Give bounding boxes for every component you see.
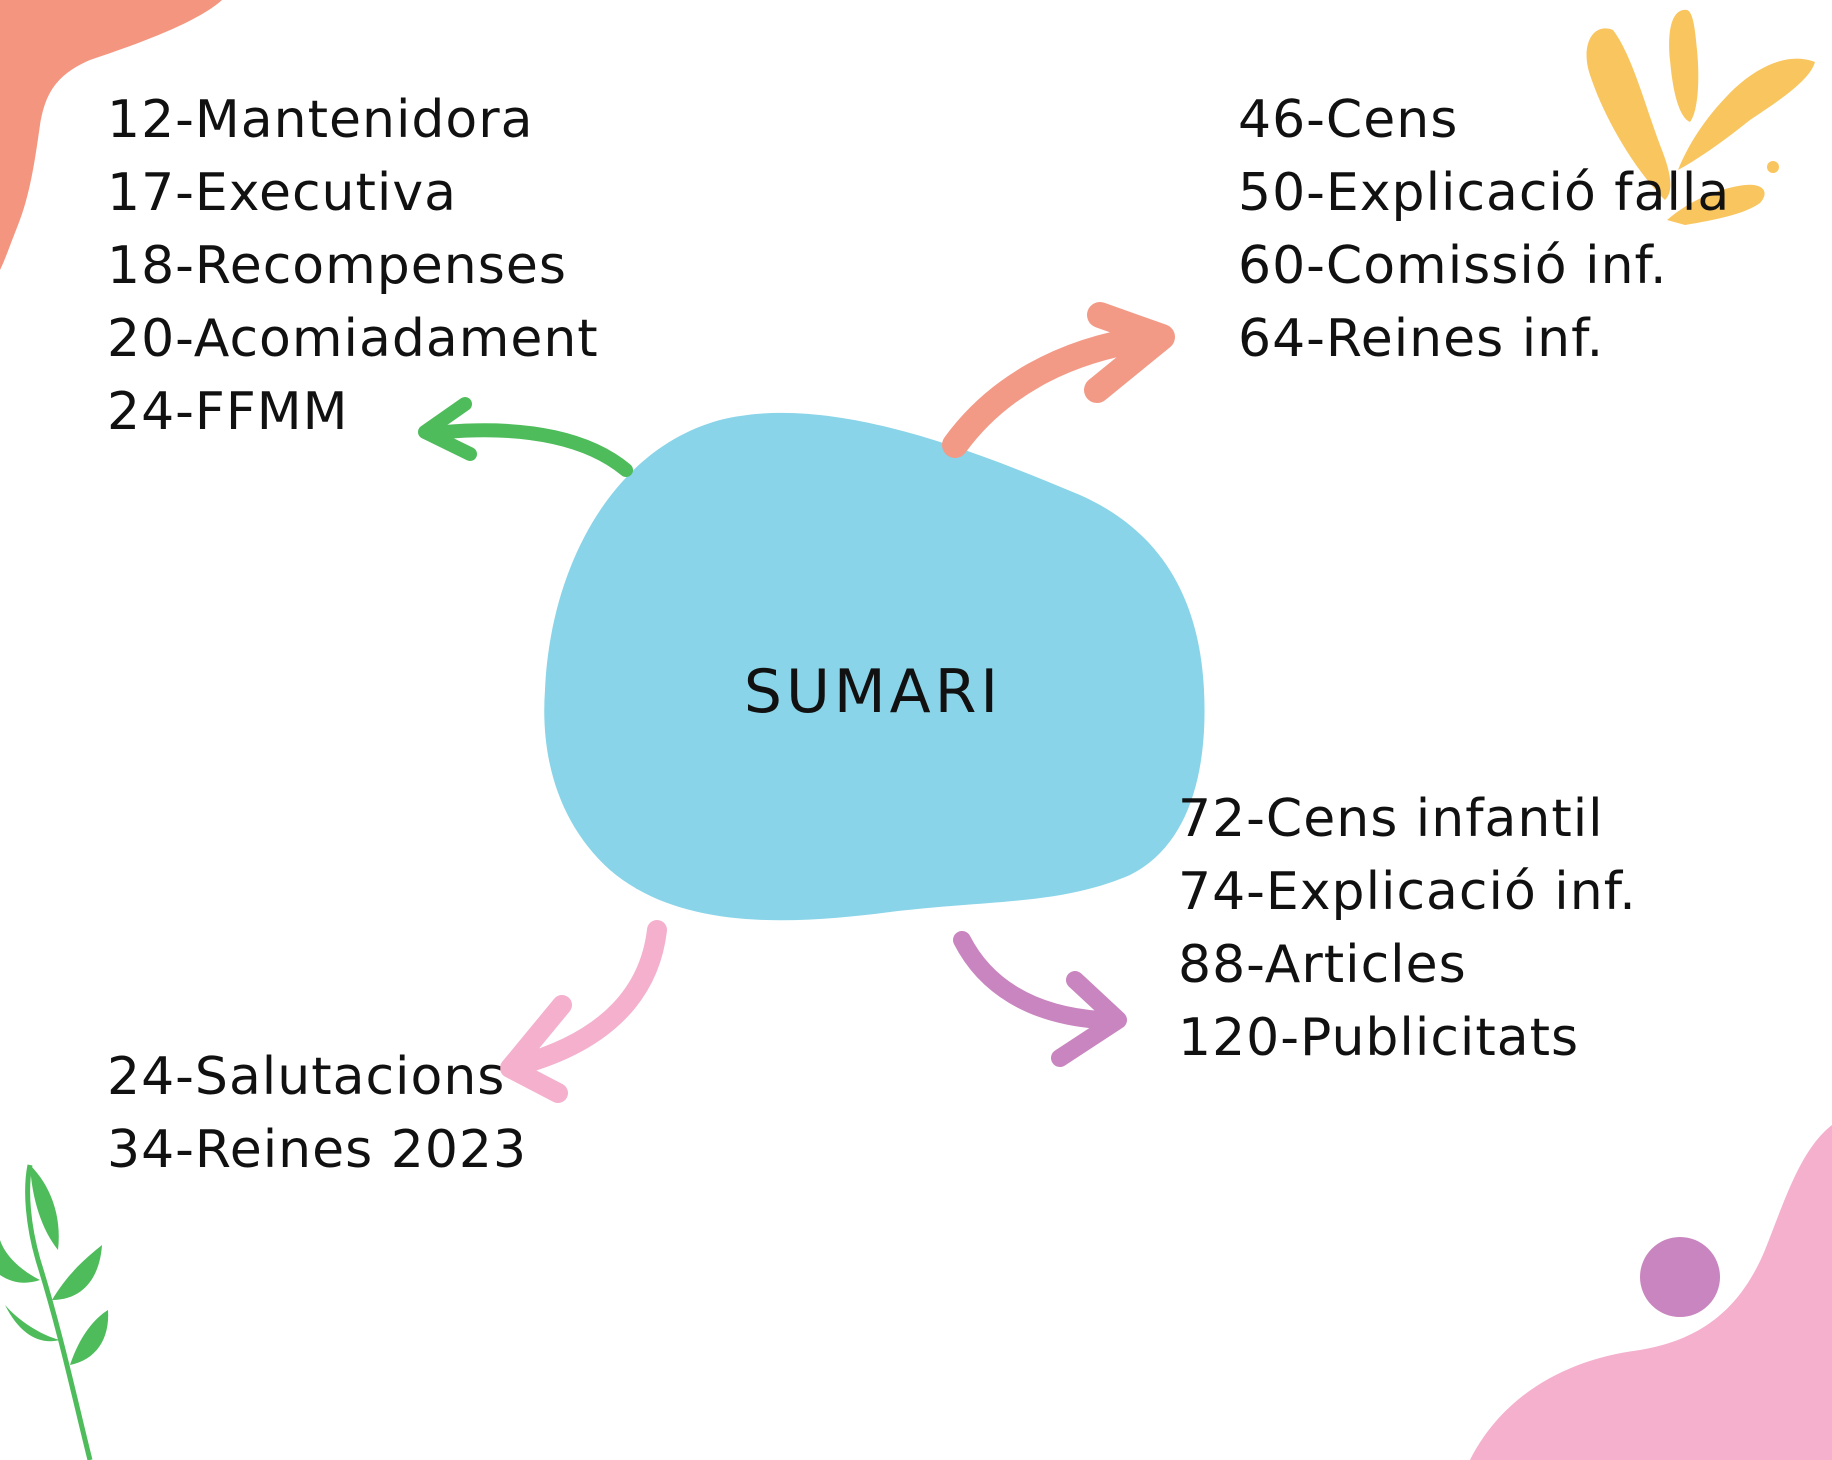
section-list-bottom-right: 72-Cens infantil 74-Explicació inf. 88-A… xyxy=(1178,783,1637,1075)
leaf-sprig-icon xyxy=(0,1164,109,1460)
list-item: 24-Salutacions xyxy=(107,1047,506,1107)
list-item: 64-Reines inf. xyxy=(1238,309,1605,369)
center-title: SUMARI xyxy=(743,657,1003,727)
pink-wave-shape xyxy=(1470,1125,1832,1460)
list-item: 46-Cens xyxy=(1238,90,1459,150)
section-list-top-right: 46-Cens 50-Explicació falla 60-Comissió … xyxy=(1238,84,1730,376)
yellow-splash-icon xyxy=(1586,9,1815,225)
purple-dot-shape xyxy=(1640,1237,1720,1317)
list-item: 18-Recompenses xyxy=(107,236,567,296)
list-item: 12-Mantenidora xyxy=(107,90,534,150)
list-item: 88-Articles xyxy=(1178,935,1467,995)
list-item: 74-Explicació inf. xyxy=(1178,862,1637,922)
list-item: 24-FFMM xyxy=(107,382,349,442)
section-list-bottom-left: 24-Salutacions 34-Reines 2023 xyxy=(107,1041,527,1187)
coral-wave-shape xyxy=(0,0,222,270)
section-list-top-left: 12-Mantenidora 17-Executiva 18-Recompens… xyxy=(107,84,599,449)
list-item: 60-Comissió inf. xyxy=(1238,236,1668,296)
list-item: 120-Publicitats xyxy=(1178,1008,1580,1068)
list-item: 34-Reines 2023 xyxy=(107,1120,528,1180)
curved-arrow-icon xyxy=(953,931,1127,1067)
list-item: 17-Executiva xyxy=(107,163,457,223)
list-item: 72-Cens infantil xyxy=(1178,789,1604,849)
blob-shape xyxy=(544,412,1205,921)
curved-arrow-icon xyxy=(500,920,667,1103)
curved-arrow-icon xyxy=(418,397,633,477)
curved-arrow-icon xyxy=(942,302,1175,458)
list-item: 50-Explicació falla xyxy=(1238,163,1731,223)
list-item: 20-Acomiadament xyxy=(107,309,599,369)
